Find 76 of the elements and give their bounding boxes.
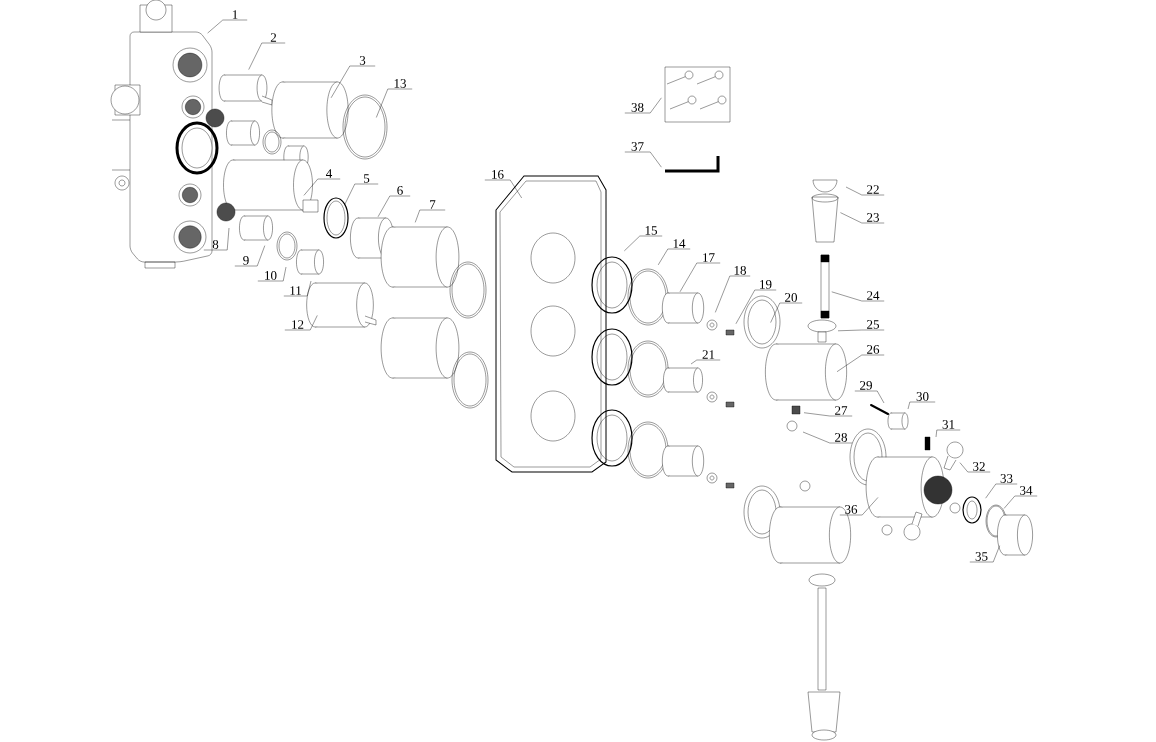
leader-line <box>690 359 697 365</box>
callout-number: 4 <box>317 169 341 180</box>
leader-line <box>227 227 230 251</box>
callout-number: 18 <box>729 266 751 277</box>
leader-line <box>836 354 862 372</box>
callout-number: 28 <box>829 433 853 444</box>
callout-number: 22 <box>861 185 885 196</box>
callout-number: 13 <box>387 79 413 90</box>
callout-number: 30 <box>909 392 936 403</box>
callout-number: 32 <box>967 462 991 473</box>
leader-line <box>959 462 968 473</box>
callout-number: 34 <box>1014 486 1038 497</box>
callout-number: 7 <box>419 200 446 211</box>
leader-line <box>993 545 1000 563</box>
leader-line <box>376 88 388 118</box>
leader-line <box>248 42 262 70</box>
callout-number: 27 <box>829 406 853 417</box>
callout-number: 21 <box>696 350 721 361</box>
callout-number: 3 <box>349 56 376 67</box>
callout-number: 9 <box>234 256 258 267</box>
leader-line <box>207 19 223 34</box>
callout-number: 29 <box>854 381 878 392</box>
leader-line <box>862 497 879 516</box>
leader-line <box>837 329 862 331</box>
callout-number: 33 <box>995 474 1018 485</box>
callout-number: 25 <box>861 320 885 331</box>
callout-number: 8 <box>203 240 228 251</box>
leader-line <box>257 245 265 267</box>
leader-line <box>624 235 640 252</box>
leader-line <box>770 302 780 323</box>
leader-line <box>307 280 312 297</box>
callout-number: 14 <box>667 239 691 250</box>
callout-number: 11 <box>283 286 308 297</box>
callout-number: 19 <box>754 280 777 291</box>
callout-number: 2 <box>261 33 286 44</box>
leader-line <box>679 262 697 292</box>
callout-number: 36 <box>839 505 863 516</box>
leader-line <box>1003 495 1015 509</box>
callout-number: 31 <box>936 420 961 431</box>
leader-line <box>803 412 830 417</box>
leader-line <box>831 291 862 302</box>
leader-line <box>658 248 668 266</box>
callout-number: 26 <box>861 345 885 356</box>
leader-line <box>344 183 355 205</box>
leader-line <box>985 483 996 499</box>
callout-number: 15 <box>639 226 663 237</box>
leader-line <box>907 401 910 410</box>
leader-line <box>330 65 350 98</box>
leader-line <box>650 151 662 168</box>
callout-number: 20 <box>779 293 803 304</box>
leader-line <box>415 209 420 223</box>
callout-number: 6 <box>389 186 411 197</box>
leader-line <box>802 431 830 444</box>
callout-number: 1 <box>222 10 248 21</box>
callout-number: 5 <box>354 174 379 185</box>
leader-line <box>840 212 862 224</box>
leader-line <box>935 429 937 438</box>
callout-number: 17 <box>696 253 721 264</box>
callout-number: 10 <box>257 271 284 282</box>
leader-line <box>877 390 885 404</box>
callout-number: 12 <box>284 320 311 331</box>
callout-number: 35 <box>969 552 994 563</box>
leader-line <box>715 275 730 313</box>
leader-line <box>303 178 318 196</box>
leader-line <box>377 195 390 217</box>
leader-line <box>735 289 755 324</box>
callout-number: 16 <box>484 170 511 181</box>
callout-number: 37 <box>624 142 651 153</box>
callout-number: 23 <box>861 213 885 224</box>
leader-line <box>310 315 318 331</box>
callout-number: 24 <box>861 291 885 302</box>
leader-line <box>650 97 662 114</box>
callout-number: 38 <box>624 103 651 114</box>
leader-line <box>283 266 287 282</box>
leader-line <box>845 186 862 196</box>
leader-line <box>510 179 522 199</box>
